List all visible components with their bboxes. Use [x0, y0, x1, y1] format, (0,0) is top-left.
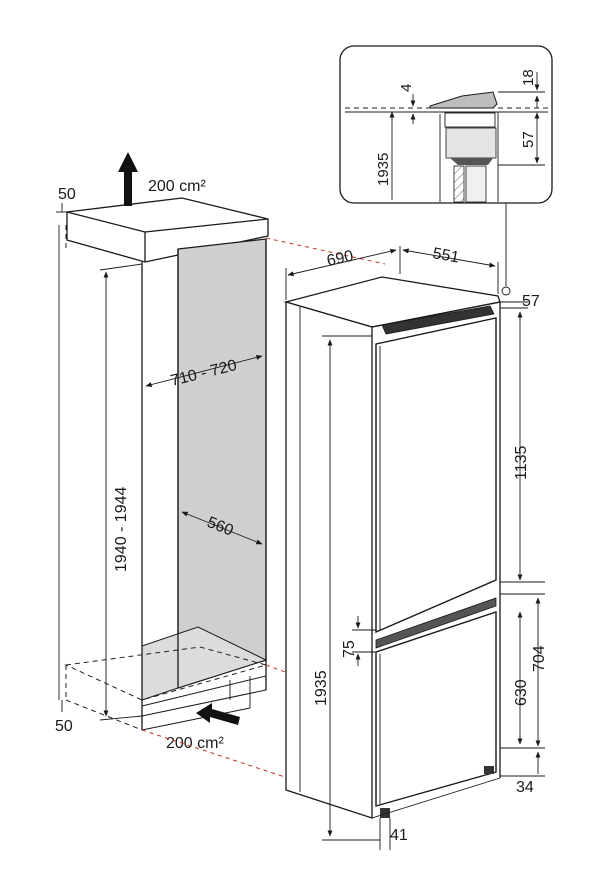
appliance-height-label: 1935: [313, 670, 330, 706]
vent-bottom-label: 200 cm²: [166, 735, 224, 752]
niche-dimensions: [56, 203, 263, 721]
niche-top-gap-label: 50: [58, 186, 76, 203]
base-label: 34: [516, 779, 534, 796]
appliance: [283, 276, 501, 819]
detail-gap-label: 4: [398, 84, 415, 92]
appliance-body-depth-label: 551: [431, 245, 460, 266]
vent-top-label: 200 cm²: [148, 178, 206, 195]
foot-label: 41: [390, 827, 408, 844]
detail-hinge-label: 57: [520, 131, 537, 148]
detail-height-label: 1935: [375, 153, 392, 186]
niche-cabinet: [58, 152, 269, 731]
detail-top-label: 18: [520, 69, 537, 86]
lower-door-label: 630: [513, 679, 530, 706]
alignment-lines: [141, 237, 386, 779]
appliance-depth-label: 690: [325, 248, 355, 270]
lower-section-label: 704: [531, 645, 548, 672]
niche-height-label: 1940 - 1944: [113, 486, 130, 572]
upper-door-label: 1135: [513, 445, 530, 480]
appliance-dimensions: [285, 246, 545, 850]
door-gap-label: 75: [341, 640, 358, 658]
appliance-top-offset-label: 57: [522, 293, 540, 310]
niche-bottom-gap-label: 50: [55, 718, 73, 735]
detail-callout: 4 1935 18 57: [339, 45, 553, 296]
